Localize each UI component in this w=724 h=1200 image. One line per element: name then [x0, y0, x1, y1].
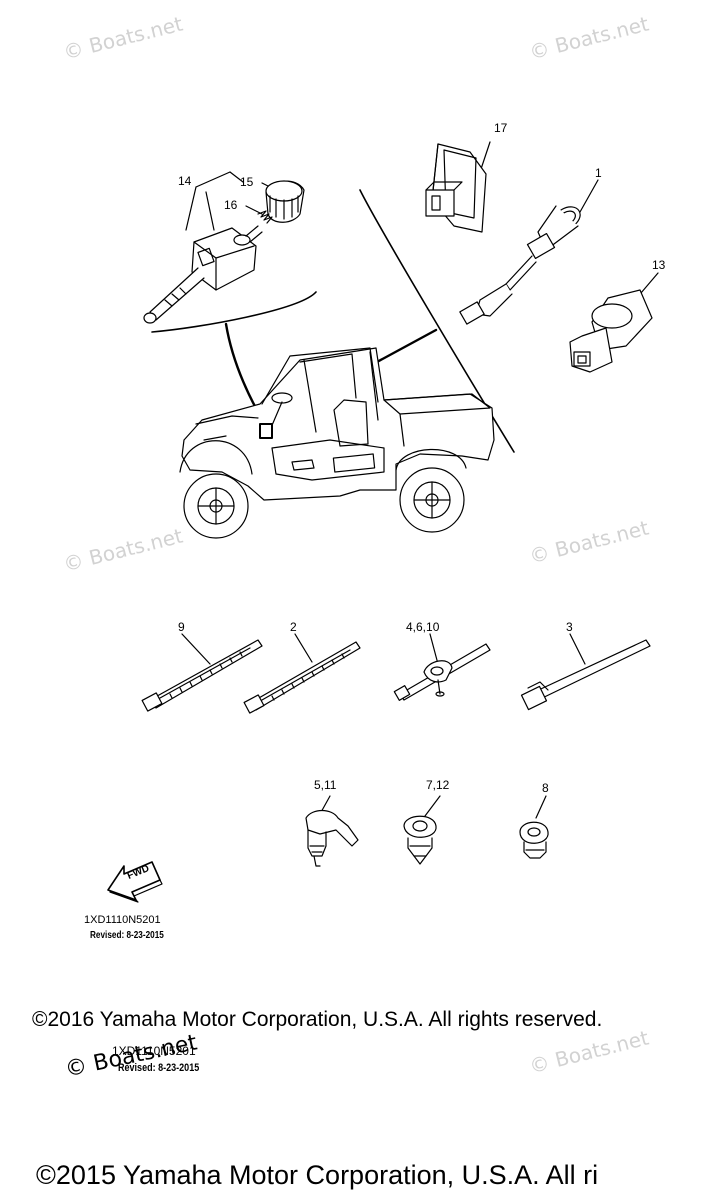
- part-5-11-clip: [305, 795, 359, 867]
- callout-17: 17: [494, 121, 508, 135]
- part-16-spring: [245, 205, 273, 224]
- overlay-diagram-code: 1XD1110N5201: [112, 1044, 196, 1058]
- diagram-code: 1XD1110N5201: [84, 914, 161, 926]
- callout-14: 14: [178, 174, 192, 188]
- callout-2: 2: [290, 620, 297, 634]
- revised-date: Revised: 8-23-2015: [90, 930, 164, 941]
- fwd-arrow-icon: [107, 861, 163, 903]
- part-9-cable-tie: [141, 633, 263, 712]
- part-2-cable-tie: [243, 633, 361, 714]
- overlay-revised-date: Revised: 8-23-2015: [118, 1062, 200, 1074]
- copyright-2015: ©2015 Yamaha Motor Corporation, U.S.A. A…: [36, 1160, 599, 1190]
- callout-15: 15: [240, 175, 254, 189]
- callout-16: 16: [224, 198, 238, 212]
- part-15-knob: [261, 180, 305, 223]
- part-1-power-socket: [459, 179, 599, 325]
- part-13-sensor: [569, 272, 659, 373]
- part-14-switch: [143, 171, 263, 324]
- callout-5-11: 5,11: [314, 778, 337, 792]
- callout-8: 8: [542, 781, 549, 795]
- part-7-12-clip: [403, 795, 441, 865]
- part-17-socket: [425, 141, 491, 233]
- callout-1: 1: [595, 166, 602, 180]
- part-4-6-10-cable-tie-clamp: [393, 633, 491, 701]
- callout-3: 3: [566, 620, 573, 634]
- callout-13: 13: [652, 258, 666, 272]
- copyright-2016: ©2016 Yamaha Motor Corporation, U.S.A. A…: [32, 1008, 603, 1031]
- part-8-clip: [519, 795, 549, 859]
- callout-4-6-10: 4,6,10: [406, 620, 440, 634]
- part-3-cable-tie: [520, 633, 651, 711]
- callout-7-12: 7,12: [426, 778, 450, 792]
- vehicle-illustration: [151, 189, 515, 539]
- callout-9: 9: [178, 620, 185, 634]
